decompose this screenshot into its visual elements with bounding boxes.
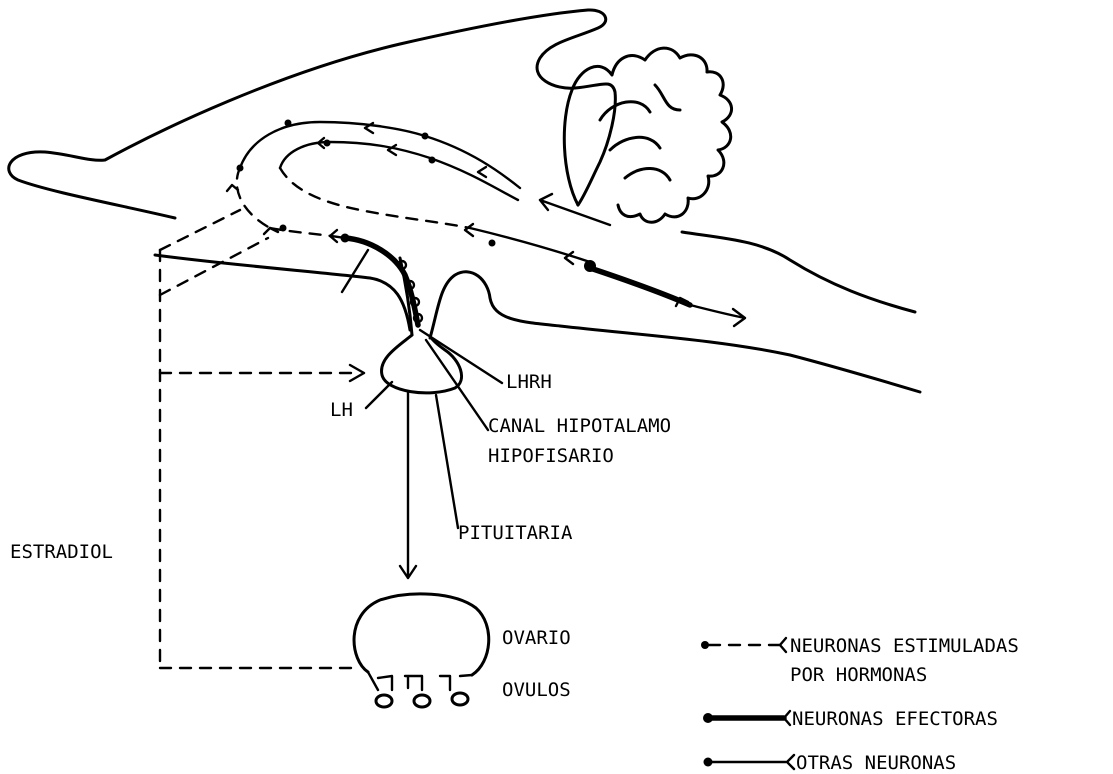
label-ovario: OVARIO [502, 627, 571, 649]
loop-dashed-mid [280, 168, 470, 228]
synapse-dot [324, 140, 331, 147]
synapse-fork [465, 224, 473, 236]
ova-ducts [368, 672, 472, 690]
lh-leader [366, 382, 392, 408]
synapse-dot [280, 225, 287, 232]
synapse-dots [237, 120, 597, 323]
cortex-outline [9, 10, 616, 218]
ova [376, 693, 468, 707]
label-canal-line1: CANAL HIPOTALAMO [488, 415, 671, 437]
loop-dashed-left [237, 168, 270, 228]
legend: NEURONAS ESTIMULADAS POR HORMONAS NEURON… [701, 635, 1019, 774]
legend-thick-label: NEURONAS EFECTORAS [792, 708, 998, 730]
pituitaria-leader [436, 395, 458, 528]
legend-thin-label: OTRAS NEURONAS [796, 752, 956, 774]
brainstem-upper [682, 232, 915, 312]
label-canal-line2: HIPOFISARIO [488, 445, 614, 467]
ovary [354, 594, 489, 675]
label-ovulos: OVULOS [502, 679, 571, 701]
posterior-arrow [690, 305, 745, 326]
cerebellum-outline [564, 48, 731, 222]
brain-base [155, 255, 410, 330]
label-lh: LH [330, 399, 353, 421]
pituitary-gland [382, 335, 462, 393]
estradiol-feedback [160, 210, 364, 668]
duct [405, 676, 422, 690]
posterior-effector-neuron [590, 268, 690, 305]
label-estradiol: ESTRADIOL [10, 541, 113, 563]
synapse-dot [429, 157, 436, 164]
duct [368, 672, 392, 690]
synapse-fork [227, 185, 238, 191]
duct [440, 675, 472, 690]
ovum [452, 693, 468, 705]
synapse-dot [285, 120, 292, 127]
cerebellum-folia [600, 85, 680, 180]
brain-outline [9, 10, 920, 392]
legend-dashed-label-1: NEURONAS ESTIMULADAS [790, 635, 1019, 657]
mid-pathway [470, 228, 590, 262]
legend-thick-fork [784, 711, 790, 725]
label-lhrh: LHRH [506, 371, 552, 393]
synapse-dot [489, 240, 496, 247]
synapse-fork [478, 167, 486, 177]
synapse-dot [584, 260, 596, 272]
synapse-dot [422, 133, 429, 140]
lh-arrow [400, 392, 416, 578]
legend-thin-fork [787, 755, 794, 769]
ovum [376, 695, 392, 707]
ovum [414, 695, 430, 707]
upper-loop-inner [280, 142, 518, 200]
label-pituitaria: PITUITARIA [458, 522, 573, 544]
synapse-dot [341, 234, 350, 243]
cross-line [342, 250, 368, 292]
legend-dashed-fork [780, 638, 786, 652]
synapse-dot [237, 165, 244, 172]
legend-dashed-label-2: POR HORMONAS [790, 664, 927, 686]
